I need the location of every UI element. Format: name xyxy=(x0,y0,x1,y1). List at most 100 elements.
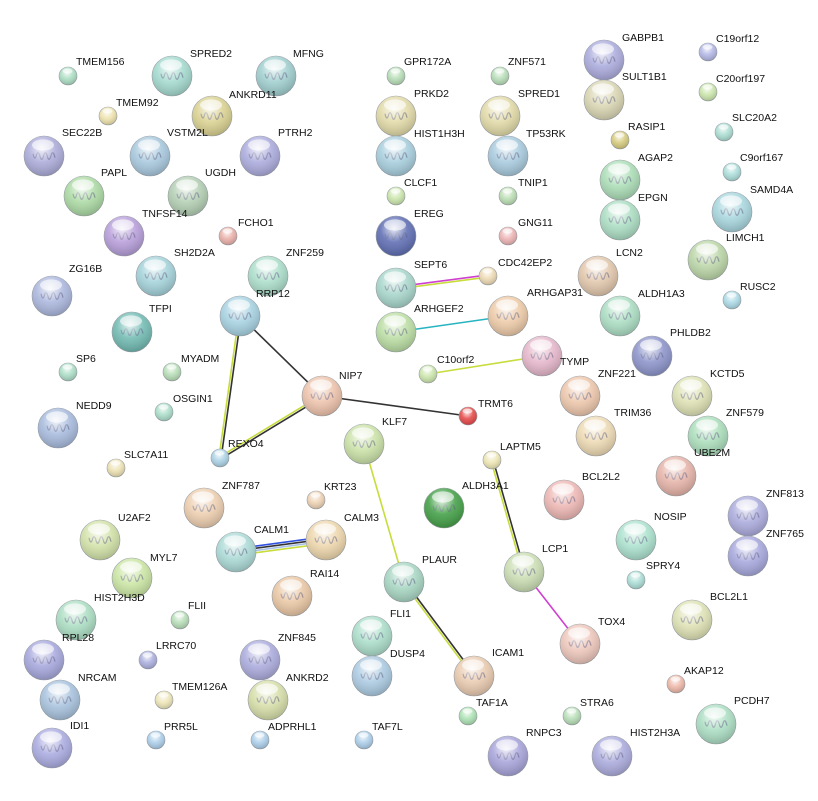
node-NEDD9[interactable]: NEDD9 xyxy=(37,400,112,449)
node-TAF1A[interactable]: TAF1A xyxy=(458,697,508,726)
node-VSTM2L[interactable]: VSTM2L xyxy=(129,127,208,177)
node-TRMT6[interactable]: TRMT6 xyxy=(458,398,513,426)
node-LCP1[interactable]: LCP1 xyxy=(503,543,568,593)
node-ZNF259[interactable]: ZNF259 xyxy=(247,247,324,297)
node-C19orf12[interactable]: C19orf12 xyxy=(698,33,759,62)
node-ALDH1A3[interactable]: ALDH1A3 xyxy=(599,288,685,337)
node-TFPI[interactable]: TFPI xyxy=(111,303,172,353)
node-AGAP2[interactable]: AGAP2 xyxy=(599,152,673,201)
node-KCTD5[interactable]: KCTD5 xyxy=(671,368,745,417)
node-ZNF845[interactable]: ZNF845 xyxy=(239,632,316,681)
node-HIST1H3H[interactable]: HIST1H3H xyxy=(375,128,465,177)
node-TOX4[interactable]: TOX4 xyxy=(559,616,625,665)
node-LCN2[interactable]: LCN2 xyxy=(577,247,643,297)
node-ZNF571[interactable]: ZNF571 xyxy=(490,56,546,86)
node-DUSP4[interactable]: DUSP4 xyxy=(351,648,425,697)
node-RAI14[interactable]: RAI14 xyxy=(271,568,339,617)
node-NIP7[interactable]: NIP7 xyxy=(301,370,363,417)
node-RPL28[interactable]: RPL28 xyxy=(23,632,94,681)
node-RUSC2[interactable]: RUSC2 xyxy=(722,281,776,310)
node-PHLDB2[interactable]: PHLDB2 xyxy=(631,327,711,377)
node-UGDH[interactable]: UGDH xyxy=(167,167,236,217)
node-TMEM156[interactable]: TMEM156 xyxy=(58,56,125,86)
node-OSGIN1[interactable]: OSGIN1 xyxy=(154,393,213,422)
node-MFNG[interactable]: MFNG xyxy=(255,48,324,97)
node-LAPTM5[interactable]: LAPTM5 xyxy=(482,441,541,470)
node-SLC7A11[interactable]: SLC7A11 xyxy=(106,449,168,478)
node-FLI1[interactable]: FLI1 xyxy=(351,608,411,657)
node-ARHGAP31[interactable]: ARHGAP31 xyxy=(487,287,583,337)
node-HIST2H3A[interactable]: HIST2H3A xyxy=(591,727,680,777)
node-SPRED1[interactable]: SPRED1 xyxy=(479,88,560,137)
node-TAF7L[interactable]: TAF7L xyxy=(354,721,403,750)
node-REXO4[interactable]: REXO4 xyxy=(210,438,264,468)
node-TP53RK[interactable]: TP53RK xyxy=(487,128,566,177)
node-FLII[interactable]: FLII xyxy=(170,600,206,630)
node-LIMCH1[interactable]: LIMCH1 xyxy=(687,232,765,281)
node-SH2D2A[interactable]: SH2D2A xyxy=(135,247,215,297)
node-TRIM36[interactable]: TRIM36 xyxy=(575,407,652,457)
node-ANKRD2[interactable]: ANKRD2 xyxy=(247,672,329,721)
node-PLAUR[interactable]: PLAUR xyxy=(383,554,457,603)
node-AKAP12[interactable]: AKAP12 xyxy=(666,665,724,694)
node-HIST2H3D[interactable]: HIST2H3D xyxy=(55,592,145,641)
node-RRP12[interactable]: RRP12 xyxy=(219,288,290,337)
node-C9orf167[interactable]: C9orf167 xyxy=(722,152,783,182)
node-SLC20A2[interactable]: SLC20A2 xyxy=(714,112,777,142)
node-FCHO1[interactable]: FCHO1 xyxy=(218,217,274,246)
node-RASIP1[interactable]: RASIP1 xyxy=(610,121,666,150)
node-KLF7[interactable]: KLF7 xyxy=(343,416,407,465)
node-ADPRHL1[interactable]: ADPRHL1 xyxy=(250,721,317,750)
node-PRR5L[interactable]: PRR5L xyxy=(146,721,198,750)
node-CALM3[interactable]: CALM3 xyxy=(305,512,379,561)
node-U2AF2[interactable]: U2AF2 xyxy=(79,512,151,561)
node-GABPB1[interactable]: GABPB1 xyxy=(583,32,664,81)
node-ZNF221[interactable]: ZNF221 xyxy=(559,368,636,417)
node-MYL7[interactable]: MYL7 xyxy=(111,552,178,599)
node-SEPT6[interactable]: SEPT6 xyxy=(375,259,447,309)
node-RNPC3[interactable]: RNPC3 xyxy=(487,727,562,777)
node-ICAM1[interactable]: ICAM1 xyxy=(453,647,524,697)
node-TYMP[interactable]: TYMP xyxy=(521,335,589,377)
node-UBE2M[interactable]: UBE2M xyxy=(655,447,730,497)
node-STRA6[interactable]: STRA6 xyxy=(562,697,614,726)
node-ZNF579[interactable]: ZNF579 xyxy=(687,407,764,457)
node-TNIP1[interactable]: TNIP1 xyxy=(498,177,548,206)
node-CDC42EP2[interactable]: CDC42EP2 xyxy=(478,257,552,286)
node-SPRED2[interactable]: SPRED2 xyxy=(151,48,232,97)
node-PAPL[interactable]: PAPL xyxy=(63,167,127,217)
node-TNFSF14[interactable]: TNFSF14 xyxy=(103,208,188,257)
node-TMEM92[interactable]: TMEM92 xyxy=(98,97,159,126)
node-BCL2L1[interactable]: BCL2L1 xyxy=(671,591,748,641)
node-ARHGEF2[interactable]: ARHGEF2 xyxy=(375,303,464,353)
node-TMEM126A[interactable]: TMEM126A xyxy=(154,681,227,710)
node-ZNF787[interactable]: ZNF787 xyxy=(183,480,260,529)
node-CLCF1[interactable]: CLCF1 xyxy=(386,177,437,206)
node-ALDH3A1[interactable]: ALDH3A1 xyxy=(423,480,509,529)
node-NOSIP[interactable]: NOSIP xyxy=(615,511,687,561)
node-ZG16B[interactable]: ZG16B xyxy=(31,263,102,317)
node-ANKRD11[interactable]: ANKRD11 xyxy=(191,89,277,137)
node-PRKD2[interactable]: PRKD2 xyxy=(375,88,449,137)
node-PTRH2[interactable]: PTRH2 xyxy=(239,127,313,177)
node-BCL2L2[interactable]: BCL2L2 xyxy=(543,471,620,521)
node-ZNF765[interactable]: ZNF765 xyxy=(727,528,804,577)
node-GNG11[interactable]: GNG11 xyxy=(498,217,553,246)
node-EPGN[interactable]: EPGN xyxy=(599,192,668,241)
node-SULT1B1[interactable]: SULT1B1 xyxy=(583,71,667,121)
node-C10orf2[interactable]: C10orf2 xyxy=(418,354,475,384)
node-SAMD4A[interactable]: SAMD4A xyxy=(711,184,793,233)
node-PCDH7[interactable]: PCDH7 xyxy=(695,695,770,745)
node-LRRC70[interactable]: LRRC70 xyxy=(138,640,196,670)
node-IDI1[interactable]: IDI1 xyxy=(31,720,89,769)
node-NRCAM[interactable]: NRCAM xyxy=(39,672,117,721)
node-MYADM[interactable]: MYADM xyxy=(162,353,219,382)
node-C20orf197[interactable]: C20orf197 xyxy=(698,73,765,102)
node-SP6[interactable]: SP6 xyxy=(58,353,96,382)
node-SEC22B[interactable]: SEC22B xyxy=(23,127,102,177)
node-SPRY4[interactable]: SPRY4 xyxy=(626,560,680,590)
node-KRT23[interactable]: KRT23 xyxy=(306,481,357,510)
node-ZNF813[interactable]: ZNF813 xyxy=(727,488,804,537)
node-GPR172A[interactable]: GPR172A xyxy=(386,56,451,86)
node-EREG[interactable]: EREG xyxy=(375,208,444,257)
